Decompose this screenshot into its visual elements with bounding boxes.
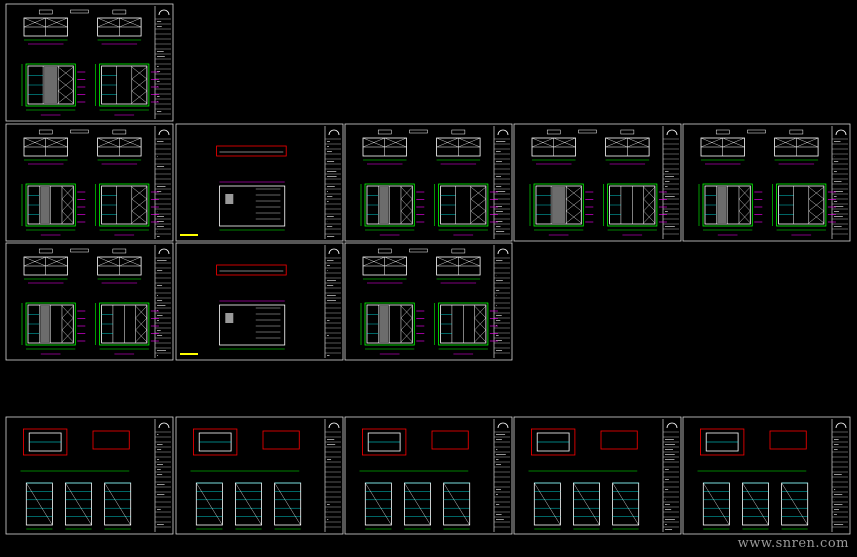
drawing-sheet-s02	[6, 124, 173, 241]
cabinet-panel-fill	[379, 306, 388, 342]
cabinet-panel-fill	[552, 187, 565, 223]
company-logo-icon	[667, 130, 677, 135]
sheet-title-tag	[748, 130, 766, 133]
scale-bar	[180, 353, 198, 355]
sheet-title-tag	[71, 249, 89, 252]
view-title-underline	[113, 130, 126, 134]
drawing-sheet-s09	[345, 243, 512, 360]
company-logo-icon	[159, 130, 169, 135]
sheet-title-tag	[410, 249, 428, 252]
company-logo-icon	[498, 249, 508, 254]
door-swing-line	[444, 483, 470, 525]
door-swing-line	[105, 483, 131, 525]
view-title-underline	[452, 249, 465, 253]
front-elevation-outline	[220, 305, 285, 345]
view-title-underline	[378, 130, 391, 134]
sheet-frame	[345, 124, 512, 241]
sheet-frame	[6, 243, 173, 360]
door-swing-line	[534, 483, 560, 525]
sheet-frame	[514, 124, 681, 241]
view-title-underline	[113, 249, 126, 253]
highlight-detail-frame	[263, 431, 299, 449]
cabinet-panel-fill	[379, 187, 388, 223]
drawing-sheet-s07	[6, 243, 173, 360]
sheet-title-tag	[410, 130, 428, 133]
drawing-sheet-s11	[176, 417, 343, 534]
door-swing-line	[404, 483, 430, 525]
panel-fill	[225, 313, 233, 323]
sheet-title-tag	[71, 130, 89, 133]
door-swing-line	[573, 483, 599, 525]
company-logo-icon	[498, 423, 508, 428]
door-swing-line	[613, 483, 639, 525]
door-swing-line	[782, 483, 808, 525]
company-logo-icon	[159, 423, 169, 428]
drawing-sheet-s10	[6, 417, 173, 534]
highlight-section-frame	[217, 265, 287, 275]
company-logo-icon	[159, 249, 169, 254]
cabinet-panel-fill	[40, 306, 49, 342]
door-swing-line	[742, 483, 768, 525]
door-swing-line	[703, 483, 729, 525]
scale-bar	[180, 234, 198, 236]
company-logo-icon	[329, 249, 339, 254]
highlight-detail-frame	[93, 431, 129, 449]
highlight-section-frame	[217, 146, 287, 156]
drawing-sheet-s14	[683, 417, 850, 534]
door-swing-line	[65, 483, 91, 525]
company-logo-icon	[836, 423, 846, 428]
view-title-underline	[39, 10, 52, 14]
door-swing-line	[365, 483, 391, 525]
drawing-sheet-s01	[6, 4, 173, 121]
cabinet-panel-fill	[44, 67, 57, 103]
company-logo-icon	[329, 423, 339, 428]
sheet-title-tag	[579, 130, 597, 133]
drawing-sheet-s05	[514, 124, 681, 241]
company-logo-icon	[159, 10, 169, 15]
view-title-underline	[547, 130, 560, 134]
highlight-detail-frame	[770, 431, 806, 449]
view-title-underline	[716, 130, 729, 134]
company-logo-icon	[667, 423, 677, 428]
highlight-detail-frame	[601, 431, 637, 449]
company-logo-icon	[498, 130, 508, 135]
front-elevation-outline	[220, 186, 285, 226]
drawing-sheet-s06	[683, 124, 850, 241]
sheet-frame	[6, 4, 173, 121]
door-swing-line	[26, 483, 52, 525]
cabinet-panel-fill	[40, 187, 49, 223]
company-logo-icon	[836, 130, 846, 135]
company-logo-icon	[329, 130, 339, 135]
drawing-sheet-s08	[176, 243, 343, 360]
sheet-frame	[6, 124, 173, 241]
sheet-frame	[345, 243, 512, 360]
sheet-frame	[176, 243, 343, 360]
view-title-underline	[452, 130, 465, 134]
door-swing-line	[275, 483, 301, 525]
view-title-underline	[378, 249, 391, 253]
door-swing-line	[235, 483, 261, 525]
drawing-sheet-s13	[514, 417, 681, 534]
sheet-frame	[683, 124, 850, 241]
cabinet-panel-fill	[717, 187, 726, 223]
drawing-sheet-s04	[345, 124, 512, 241]
drawing-sheet-s12	[345, 417, 512, 534]
highlight-detail-frame	[432, 431, 468, 449]
view-title-underline	[621, 130, 634, 134]
panel-fill	[225, 194, 233, 204]
door-swing-line	[196, 483, 222, 525]
view-title-underline	[113, 10, 126, 14]
drawing-sheet-s03	[176, 124, 343, 241]
watermark-text: www.snren.com	[738, 536, 849, 551]
view-title-underline	[790, 130, 803, 134]
view-title-underline	[39, 130, 52, 134]
view-title-underline	[39, 249, 52, 253]
sheet-frame	[176, 124, 343, 241]
sheet-title-tag	[71, 10, 89, 13]
